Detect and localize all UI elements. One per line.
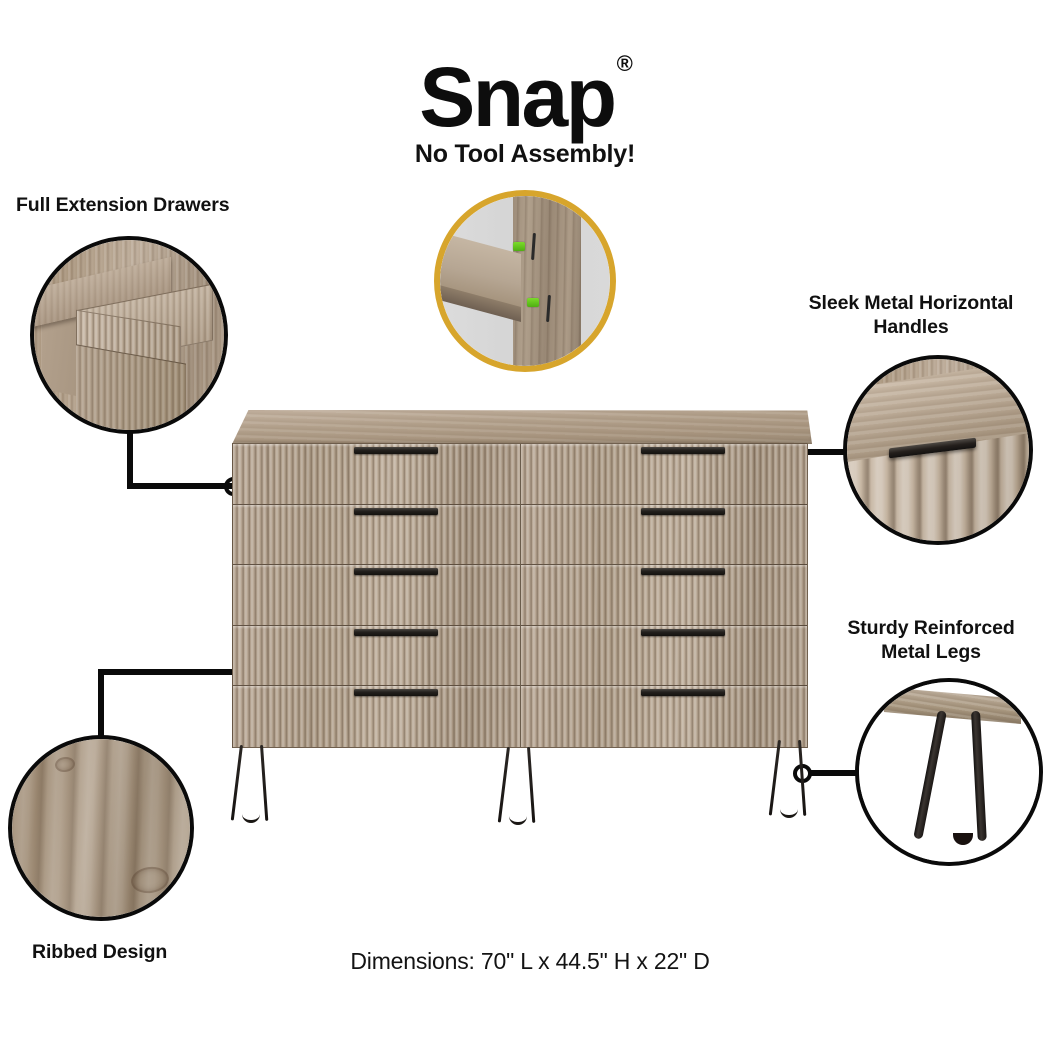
drawer-row[interactable] — [521, 565, 807, 626]
drawer-handle[interactable] — [641, 568, 726, 576]
detail-circle-sturdy-reinforced-metal-legs — [855, 678, 1043, 866]
detail-circle-no-tool-assembly — [434, 190, 616, 372]
leg-foot-cap — [952, 833, 973, 846]
drawer-top-highlight — [521, 686, 807, 690]
drawer-front-face — [521, 625, 807, 686]
drawer-handle[interactable] — [641, 689, 726, 697]
detail-image-handle-closeup — [847, 359, 1029, 541]
drawer-column-left — [233, 444, 520, 747]
drawer-top-highlight — [233, 444, 520, 447]
leader-line-ribbed-horizontal — [98, 669, 302, 675]
hairpin-rod — [260, 744, 269, 821]
drawer-top-highlight — [521, 625, 807, 629]
drawer-front-face — [521, 686, 807, 747]
hairpin-rod — [230, 744, 244, 821]
leader-line-full-extension-vertical — [127, 430, 133, 486]
drawer-handle[interactable] — [641, 507, 726, 515]
hairpin-rod — [768, 739, 782, 816]
drawer-top-highlight — [233, 565, 520, 569]
callout-label-full-extension-drawers: Full Extension Drawers — [16, 194, 230, 216]
detail-image-open-drawer — [34, 240, 224, 430]
drawer-top-highlight — [521, 444, 807, 447]
callout-label-sturdy-reinforced-metal-legs: Sturdy Reinforced Metal Legs — [847, 617, 1015, 663]
drawer-handle[interactable] — [641, 628, 726, 636]
leg-foot-cap — [780, 806, 798, 818]
vertical-wood-panel — [513, 196, 582, 366]
drawer-top-highlight — [521, 565, 807, 569]
green-snap-connector-lower — [526, 298, 539, 307]
leg-foot-cap — [509, 813, 527, 825]
product-dimensions-text: Dimensions: 70" L x 44.5" H x 22" D — [350, 948, 710, 974]
hairpin-leg — [230, 744, 272, 823]
brand-wordmark: Snap® — [419, 53, 633, 140]
hairpin-leg — [497, 746, 539, 825]
drawer-handle[interactable] — [641, 447, 726, 454]
dresser-top-panel — [232, 410, 812, 444]
detail-image-wood-grain-closeup — [12, 739, 190, 917]
drawer-row[interactable] — [233, 686, 520, 747]
drawer-row[interactable] — [233, 504, 520, 566]
brand-header: Snap® No Tool Assembly! — [0, 53, 1050, 169]
dresser-carcass — [232, 443, 808, 748]
leader-line-full-extension-horizontal — [127, 483, 233, 489]
drawer-front-face — [233, 686, 520, 747]
leader-line-ribbed-vertical — [98, 669, 104, 737]
drawer-top-highlight — [521, 504, 807, 508]
callout-label-ribbed-design: Ribbed Design — [32, 941, 168, 963]
drawer-top-highlight — [233, 625, 520, 629]
drawer-handle[interactable] — [353, 447, 438, 454]
drawer-front-face — [233, 565, 520, 625]
detail-circle-sleek-metal-horizontal-handles — [843, 355, 1033, 545]
drawer-handle[interactable] — [353, 689, 438, 697]
product-image-dresser — [228, 410, 812, 825]
drawer-row[interactable] — [521, 444, 807, 505]
drawer-column-right — [520, 444, 807, 747]
brand-wordmark-text: Snap — [419, 50, 617, 144]
drawer-top-highlight — [233, 686, 520, 690]
cabinet-underside-board — [884, 686, 1021, 724]
leg-foot-cap — [242, 811, 260, 823]
drawer-row[interactable] — [521, 504, 807, 566]
callout-label-sleek-metal-horizontal-handles: Sleek Metal Horizontal Handles — [808, 292, 1014, 338]
drawer-row[interactable] — [233, 565, 520, 626]
drawer-top-highlight — [233, 504, 520, 508]
green-snap-connector-upper — [513, 241, 526, 251]
hairpin-rod-left — [913, 709, 948, 839]
detail-circle-ribbed-design — [8, 735, 194, 921]
drawer-row[interactable] — [233, 625, 520, 687]
hairpin-leg — [768, 739, 810, 818]
drawer-front-face — [521, 565, 807, 625]
drawer-handle[interactable] — [353, 628, 438, 636]
drawer-row[interactable] — [521, 686, 807, 747]
hairpin-rod-right — [970, 710, 987, 841]
drawer-row[interactable] — [233, 444, 520, 505]
drawer-handle[interactable] — [353, 507, 438, 515]
hairpin-rod — [497, 746, 511, 823]
wood-grain-texture — [12, 739, 190, 917]
wood-grain-overlay — [232, 410, 812, 444]
hairpin-rod — [798, 739, 807, 816]
drawer-handle[interactable] — [353, 568, 438, 576]
leader-line-legs — [810, 770, 870, 776]
detail-circle-full-extension-drawers — [30, 236, 228, 434]
detail-image-snap-connector — [440, 196, 610, 366]
detail-image-hairpin-leg — [859, 682, 1039, 862]
hairpin-rod — [527, 746, 536, 823]
registered-trademark-icon: ® — [616, 51, 633, 76]
brand-tagline: No Tool Assembly! — [414, 139, 636, 168]
drawer-row[interactable] — [521, 625, 807, 687]
